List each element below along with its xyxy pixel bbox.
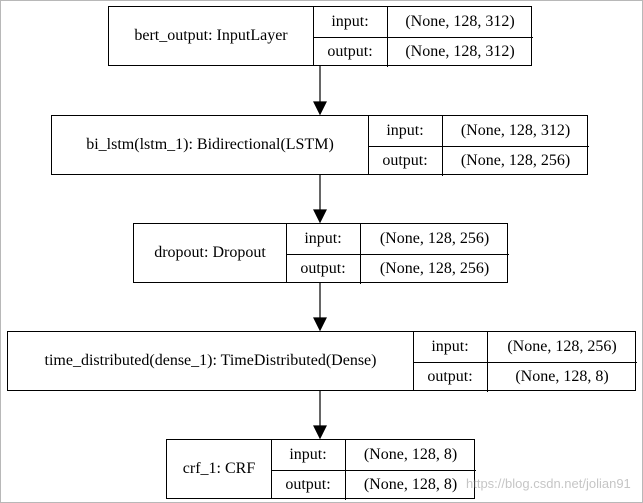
input-label: input: (368, 116, 443, 146)
output-shape: (None, 128, 8) (363, 476, 458, 493)
input-shape: (None, 128, 312) (405, 13, 515, 30)
output-shape: (None, 128, 256) (460, 152, 571, 169)
output-label: output: (368, 146, 443, 176)
watermark-text: https://blog.csdn.net/jolian91 (466, 476, 631, 491)
output-shape: (None, 128, 8) (515, 368, 609, 385)
output-label: output: (313, 37, 388, 67)
layer-name: bert_output: InputLayer (109, 7, 314, 65)
row-divider (413, 362, 637, 363)
output-label: output: (413, 362, 488, 392)
row-divider (368, 146, 589, 147)
input-label: input: (271, 440, 346, 470)
layer-node-dropout: dropout: Dropout input: output: (None, 1… (133, 223, 509, 284)
input-shape: (None, 128, 256) (507, 338, 617, 355)
edge-arrow (313, 66, 327, 116)
layer-name: crf_1: CRF (167, 440, 272, 498)
layer-node-bi-lstm: bi_lstm(lstm_1): Bidirectional(LSTM) inp… (51, 115, 589, 176)
output-label: output: (286, 254, 361, 284)
layer-node-bert-output: bert_output: InputLayer input: output: (… (108, 6, 533, 67)
row-divider (286, 254, 509, 255)
input-shape: (None, 128, 312) (460, 122, 571, 139)
output-label: output: (271, 470, 346, 500)
layer-name: bi_lstm(lstm_1): Bidirectional(LSTM) (52, 116, 369, 174)
edge-arrow (313, 391, 327, 440)
input-label: input: (286, 224, 361, 254)
row-divider (271, 470, 476, 471)
layer-name: time_distributed(dense_1): TimeDistribut… (8, 332, 414, 390)
input-label: input: (413, 332, 488, 362)
row-divider (313, 37, 533, 38)
edge-arrow (313, 175, 327, 224)
output-shape: (None, 128, 256) (379, 260, 490, 277)
layer-node-crf: crf_1: CRF input: output: (None, 128, 8)… (166, 439, 476, 500)
input-shape: (None, 128, 8) (363, 446, 458, 463)
output-shape: (None, 128, 312) (405, 43, 515, 60)
layer-name: dropout: Dropout (134, 224, 287, 282)
layer-node-time-distributed: time_distributed(dense_1): TimeDistribut… (7, 331, 637, 392)
edge-arrow (313, 283, 327, 332)
input-label: input: (313, 7, 388, 37)
input-shape: (None, 128, 256) (379, 230, 490, 247)
